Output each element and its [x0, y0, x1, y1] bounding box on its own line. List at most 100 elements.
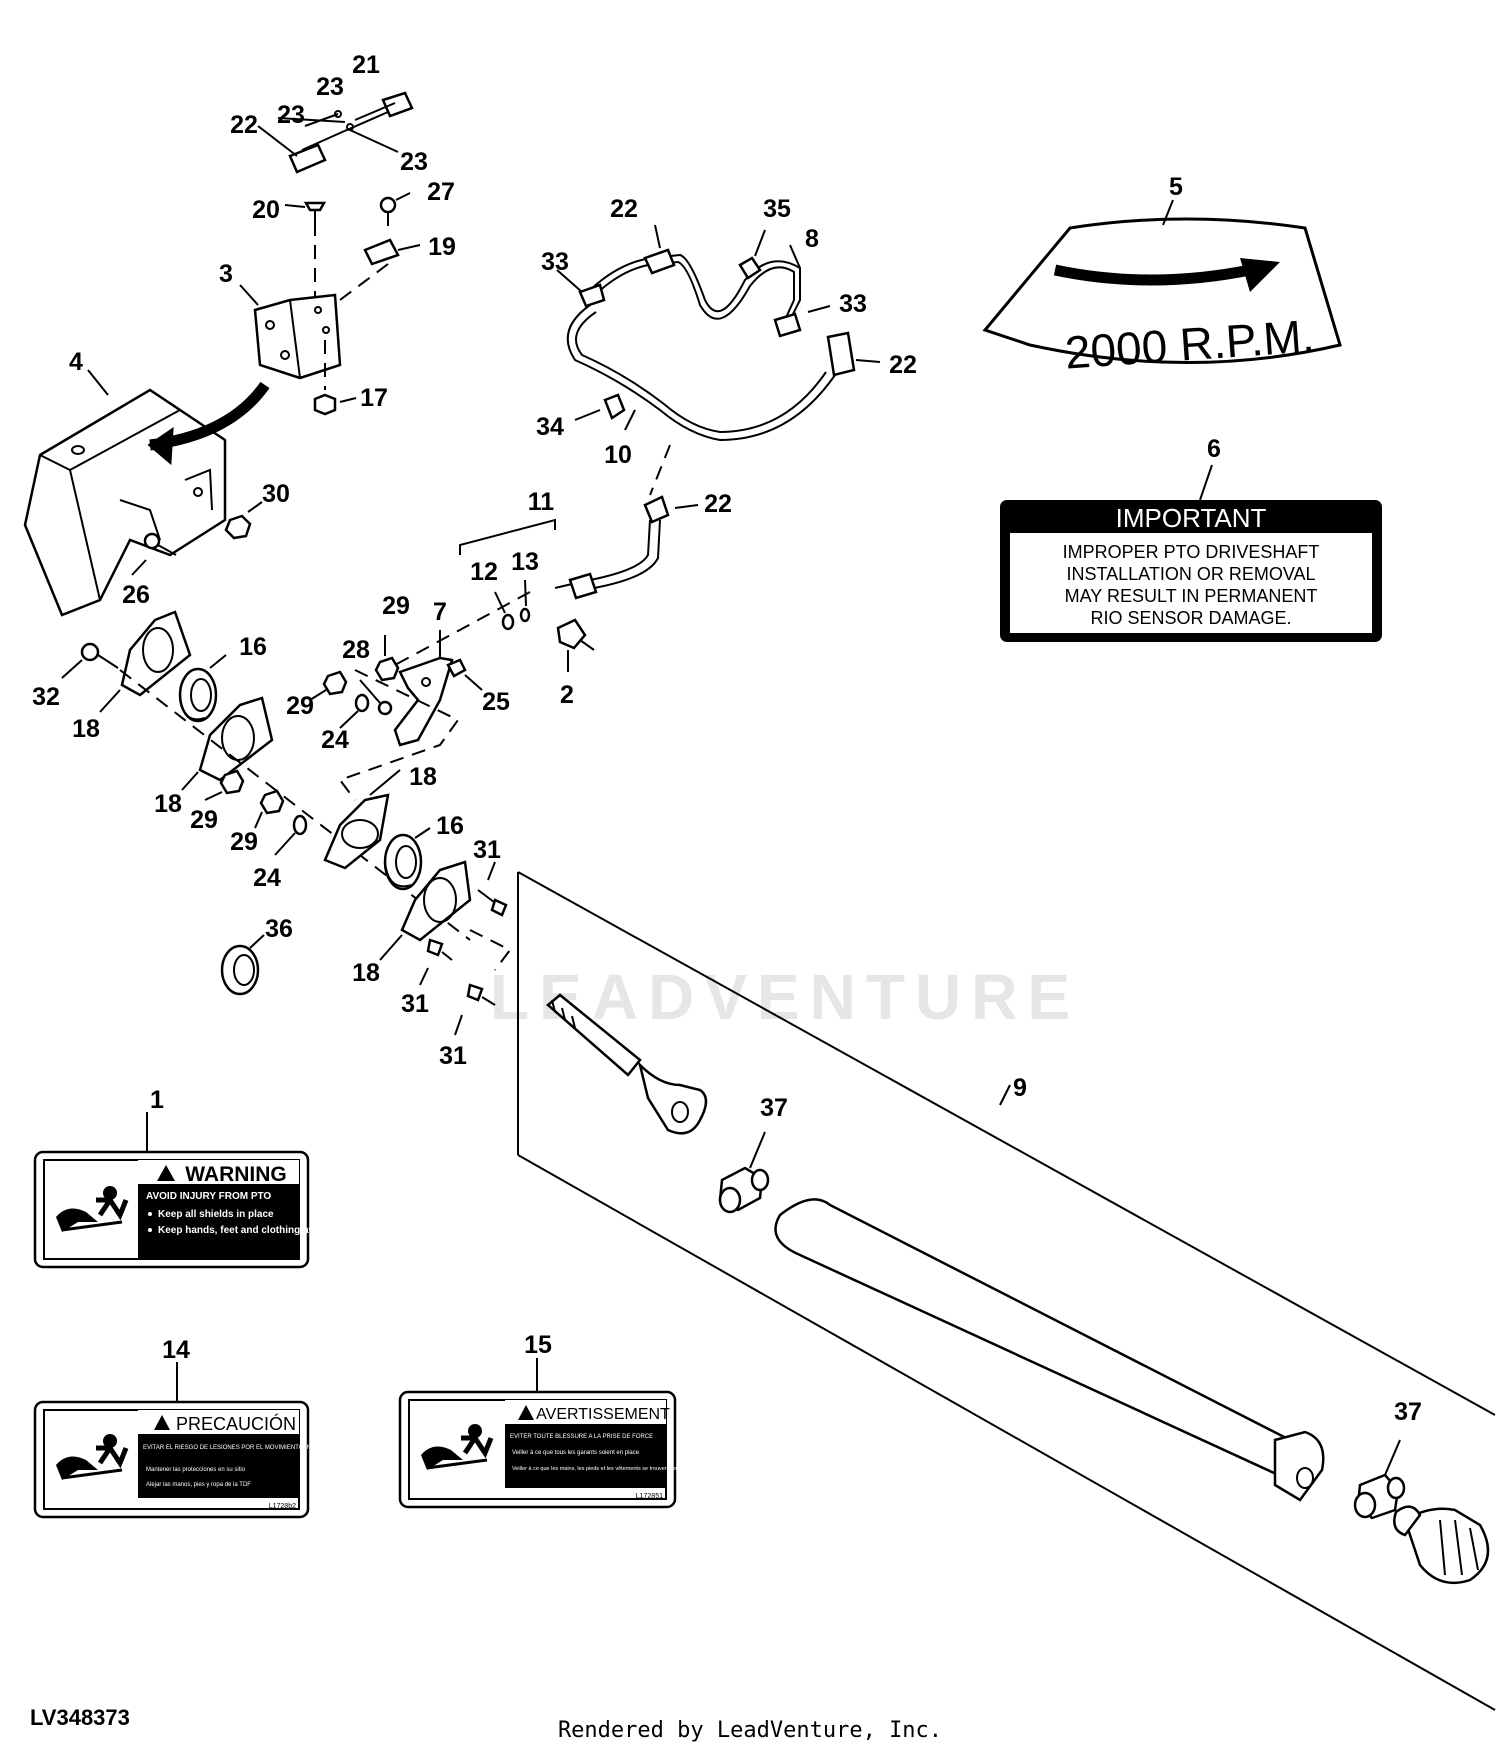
- harness-10: [566, 304, 836, 442]
- decal-15-code: L172851: [636, 1493, 663, 1500]
- flange-18-a: [99, 610, 192, 713]
- callout-10: 10: [604, 441, 632, 469]
- bolt-31-c: [454, 983, 496, 1036]
- callout-3: 3: [219, 260, 233, 288]
- pto-hazard-icon: [421, 1424, 494, 1470]
- callout-18-c: 18: [154, 790, 182, 818]
- callout-29-a: 29: [382, 592, 410, 620]
- flange-18-c: [323, 769, 401, 870]
- pto-hazard-icon: [56, 1186, 129, 1232]
- washer-12: [494, 591, 515, 631]
- sensor-11: [459, 495, 699, 600]
- nut-29-d: [254, 789, 285, 829]
- callout-36: 36: [265, 915, 293, 943]
- callout-18-a: 18: [72, 715, 100, 743]
- callout-2: 2: [560, 681, 574, 709]
- decal-15-bullet-1: Veiller à ce que tous les garants soient…: [512, 1450, 640, 1456]
- nut-29-b: [309, 670, 348, 701]
- callout-11: 11: [528, 488, 555, 516]
- decal-1-title: AVOID INJURY FROM PTO: [146, 1191, 271, 1202]
- clip-35: [738, 229, 766, 280]
- flange-18-b: [181, 696, 274, 791]
- callout-33-a: 33: [541, 248, 569, 276]
- decal-1-header: WARNING: [185, 1163, 287, 1186]
- decal-6-line-2: INSTALLATION OR REMOVAL: [1066, 564, 1315, 584]
- bracket-3: [239, 284, 342, 380]
- callout-22-a: 22: [230, 111, 258, 139]
- washer-28: [359, 679, 393, 716]
- nut-17: [313, 393, 357, 416]
- connector-21: [301, 91, 414, 151]
- callout-12: 12: [470, 558, 498, 586]
- nut-30: [224, 501, 263, 540]
- driveshaft-9: [517, 871, 1496, 1711]
- washer-24-a: [339, 693, 370, 729]
- callout-16-a: 16: [239, 633, 267, 661]
- decal-6-line-3: MAY RESULT IN PERMANENT: [1065, 586, 1318, 606]
- decal-14-bullet-1: Mantener las protecciones en su sitio: [146, 1467, 246, 1473]
- callout-23-a: 23: [316, 73, 344, 101]
- decal-15-header: AVERTISSEMENT: [536, 1406, 670, 1423]
- washer-24-b: [274, 814, 308, 856]
- callout-18-b: 18: [409, 763, 437, 791]
- decal-6-line-1: IMPROPER PTO DRIVESHAFT: [1063, 542, 1320, 562]
- callout-31-a: 31: [473, 836, 501, 864]
- callout-32: 32: [32, 683, 60, 711]
- callout-13: 13: [511, 548, 539, 576]
- figure-id: LV348373: [30, 1705, 130, 1730]
- cross-37-b: [1353, 1439, 1406, 1520]
- callout-16-b: 16: [436, 812, 464, 840]
- callout-28: 28: [342, 636, 370, 664]
- clip-19: [363, 238, 421, 266]
- callout-22-d: 22: [704, 490, 732, 518]
- callout-34: 34: [536, 413, 564, 441]
- callout-26: 26: [122, 581, 150, 609]
- cross-37-a: [718, 1131, 770, 1214]
- decal-14-title: EVITAR EL RIESGO DE LESIONES POR EL MOVI…: [143, 1445, 377, 1451]
- nut-29-c: [204, 769, 245, 801]
- clamp-2: [556, 618, 595, 672]
- washer-13: [519, 579, 531, 623]
- callout-14: 14: [162, 1336, 190, 1364]
- callout-17: 17: [360, 384, 388, 412]
- decal-1-bullet-1: Keep all shields in place: [158, 1209, 274, 1220]
- callout-31-c: 31: [439, 1042, 467, 1070]
- decal-14-header: PRECAUCIÓN: [176, 1413, 296, 1434]
- callout-29-d: 29: [230, 828, 258, 856]
- callout-9: 9: [1013, 1074, 1027, 1102]
- callout-35: 35: [763, 195, 791, 223]
- callout-24-a: 24: [321, 726, 349, 754]
- callout-5: 5: [1169, 173, 1183, 201]
- callout-33-b: 33: [839, 290, 867, 318]
- harness-8: [556, 224, 881, 377]
- callout-23-b: 23: [277, 101, 305, 129]
- callout-21: 21: [352, 51, 380, 79]
- shield-4: [23, 369, 227, 617]
- footer-credit: Rendered by LeadVenture, Inc.: [557, 1718, 943, 1743]
- clip-34: [574, 393, 626, 421]
- bearing-16-b: [383, 827, 431, 891]
- callout-24-b: 24: [253, 864, 281, 892]
- callout-29-c: 29: [190, 806, 218, 834]
- callout-25: 25: [482, 688, 510, 716]
- decal-6-line-4: RIO SENSOR DAMAGE.: [1090, 608, 1291, 628]
- bolt-26: [131, 532, 177, 576]
- decal-1-warning: WARNING AVOID INJURY FROM PTO Keep all s…: [33, 1112, 328, 1269]
- pto-hazard-icon: [56, 1434, 129, 1480]
- decal-6-header: IMPORTANT: [1116, 503, 1267, 533]
- callout-15: 15: [524, 1331, 552, 1359]
- callout-18-d: 18: [352, 959, 380, 987]
- decal-1-bullet-2: Keep hands, feet and clothing away: [158, 1225, 328, 1236]
- flange-18-d: [379, 860, 472, 961]
- decal-6-code: LVU25652: [1324, 632, 1366, 642]
- callout-4: 4: [69, 348, 83, 376]
- bolt-27: [379, 192, 411, 226]
- callout-1: 1: [150, 1086, 164, 1114]
- seal-36: [220, 934, 265, 996]
- decal-5-rpm: 2000 R.P.M.: [982, 199, 1342, 379]
- callout-29-b: 29: [286, 692, 314, 720]
- decal-15-avertissement: AVERTISSEMENT EVITER TOUTE BLESSURE A LA…: [398, 1358, 712, 1509]
- bolt-31-a: [477, 861, 508, 917]
- callout-27: 27: [427, 178, 455, 206]
